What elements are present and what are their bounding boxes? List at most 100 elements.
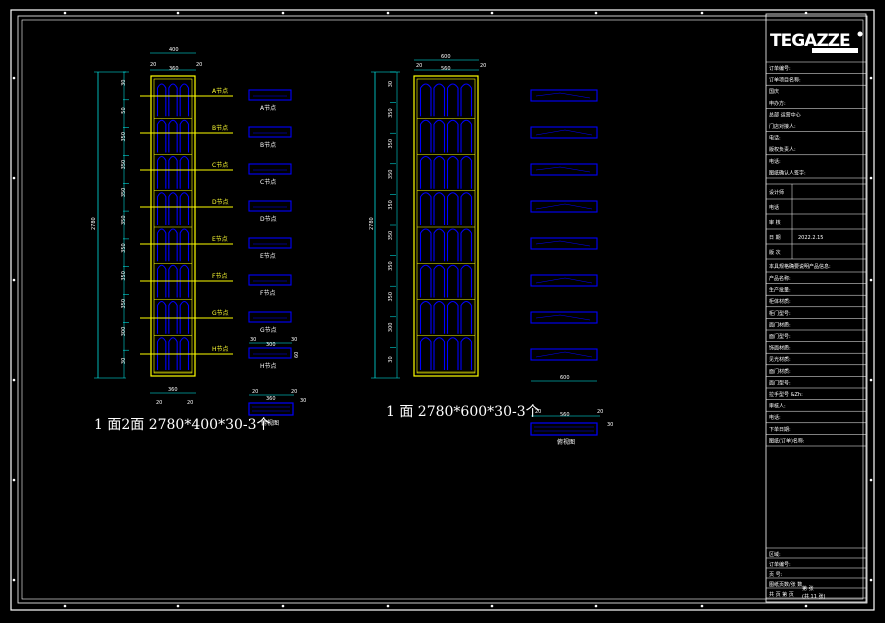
frame-tick-top bbox=[700, 11, 704, 15]
cabinet2-top-view: 20 560 20 30 俯视图 bbox=[530, 409, 613, 446]
frame-ticks bbox=[12, 11, 873, 608]
side-dim-label: 350 bbox=[388, 292, 394, 302]
c2-node-detail-inner bbox=[535, 277, 593, 284]
c1-view-dim-1: 360 bbox=[266, 396, 276, 402]
cabinet2-caption: 1 面 2780*600*30-3个 bbox=[386, 404, 540, 420]
frame-tick-left bbox=[12, 76, 16, 80]
side-dim-label: 350 bbox=[121, 271, 127, 281]
frame-tick-top bbox=[176, 11, 180, 15]
node-detail-box bbox=[248, 274, 292, 286]
arch-cell bbox=[433, 119, 446, 153]
arch-cell bbox=[168, 192, 178, 225]
arch-cell bbox=[156, 155, 167, 189]
side-dim-label: 30 bbox=[388, 81, 394, 87]
node-detail-label: A节点 bbox=[260, 104, 276, 112]
title-block-row-label: 总部 运营中心 bbox=[769, 111, 801, 118]
node-callout-label: C节点 bbox=[212, 161, 228, 169]
c2-node-detail-inner bbox=[535, 240, 591, 247]
side-dim-label: 300 bbox=[388, 323, 394, 333]
title-block-spec-label: 面门材质: bbox=[769, 321, 791, 328]
node-detail-box bbox=[248, 200, 292, 212]
arch-cell bbox=[446, 264, 459, 298]
node-detail-box bbox=[248, 163, 292, 175]
frame-tick-left bbox=[12, 478, 16, 482]
node-detail-box bbox=[248, 89, 292, 101]
title-block-spec-label: 面门型号: bbox=[769, 379, 791, 386]
arch-cell bbox=[419, 155, 432, 189]
title-block-spec-label: 生产批量: bbox=[769, 287, 791, 294]
arch-cell bbox=[179, 264, 190, 298]
cabinet1-view-label: 俯视图 bbox=[261, 419, 279, 427]
title-block-mid-value: 2022.2.15 bbox=[798, 235, 823, 241]
drawing-frame bbox=[10, 9, 875, 611]
side-dim-label: 30 bbox=[121, 80, 127, 86]
title-block-row-label: 申办方: bbox=[769, 100, 786, 107]
c2-view-dim-3: 30 bbox=[607, 422, 613, 428]
side-dim-label: 350 bbox=[388, 108, 394, 118]
arch-cell bbox=[446, 228, 459, 262]
side-dim-label: 350 bbox=[121, 160, 127, 170]
frame-tick-bottom bbox=[63, 604, 67, 608]
arch-cell bbox=[419, 300, 432, 334]
title-block-mid-label: 日 期 bbox=[769, 235, 781, 241]
arch-cell bbox=[460, 155, 473, 189]
side-dim-label: 350 bbox=[121, 243, 127, 253]
node-detail-box bbox=[248, 347, 292, 359]
cabinet1-inner-dim: 360 bbox=[169, 66, 179, 72]
frame-tick-right bbox=[869, 478, 873, 482]
cabinet1-top-view: 20 360 20 30 俯视图 bbox=[248, 389, 306, 427]
arch-cell bbox=[156, 192, 167, 225]
c2-node-detail-box bbox=[530, 163, 598, 176]
arch-cell bbox=[168, 300, 178, 334]
arch-cell bbox=[168, 228, 178, 262]
frame-tick-top bbox=[594, 11, 598, 15]
node-dim-3: 60 bbox=[294, 352, 300, 358]
side-dim-label: 350 bbox=[388, 139, 394, 149]
c2-node-detail-inner bbox=[535, 129, 593, 136]
frame-tick-bottom bbox=[700, 604, 704, 608]
arch-cell bbox=[179, 119, 190, 153]
frame-tick-bottom bbox=[386, 604, 390, 608]
cabinet2-view-label: 俯视图 bbox=[557, 438, 575, 446]
arch-cell bbox=[419, 264, 432, 298]
arch-cell bbox=[433, 228, 446, 262]
title-block-row-label: 订单项目名称: bbox=[769, 77, 801, 84]
cabinet2-side-dim-left: 20 bbox=[416, 63, 422, 69]
arch-cell bbox=[433, 192, 446, 225]
title-block-spec-label: 饰面材质: bbox=[769, 345, 791, 352]
node-callout-label: B节点 bbox=[212, 124, 228, 132]
c2-node-detail-box bbox=[530, 126, 598, 139]
node-detail-box bbox=[248, 237, 292, 249]
arch-cell bbox=[460, 83, 473, 117]
arch-cell bbox=[446, 192, 459, 225]
title-block-row-label: 门店对接人: bbox=[769, 123, 796, 130]
arch-cell bbox=[168, 83, 178, 117]
node-detail-box bbox=[248, 126, 292, 138]
frame-tick-right bbox=[869, 378, 873, 382]
title-block-row-label: 国庆 bbox=[769, 88, 779, 95]
c2-node-detail-inner bbox=[535, 314, 591, 321]
c2-node-detail-box bbox=[530, 311, 598, 324]
cabinet1-node-details: A节点A节点B节点B节点C节点C节点D节点D节点E节点E节点F节点F节点G节点G… bbox=[140, 87, 292, 370]
arch-cell bbox=[460, 300, 473, 334]
c1-view-dim-2: 20 bbox=[291, 389, 297, 395]
c2-node-detail-inner bbox=[535, 203, 593, 210]
arch-cell bbox=[179, 155, 190, 189]
arch-cell bbox=[156, 300, 167, 334]
c2-node-detail-box bbox=[530, 237, 598, 250]
arch-cell bbox=[446, 155, 459, 189]
frame-tick-top bbox=[386, 11, 390, 15]
title-block-spec-header: 本具规格确要说明产品信息: bbox=[769, 263, 831, 270]
side-dim-label: 350 bbox=[121, 299, 127, 309]
arch-cell bbox=[179, 83, 190, 117]
arch-cell bbox=[419, 83, 432, 117]
frame-tick-bottom bbox=[490, 604, 494, 608]
title-block-spec-label: 柜门型号: bbox=[769, 310, 791, 317]
c2-view-dim-0: 20 bbox=[535, 409, 541, 415]
side-dim-label: 350 bbox=[121, 132, 127, 142]
title-block-row-label: 订单编号: bbox=[769, 65, 791, 72]
